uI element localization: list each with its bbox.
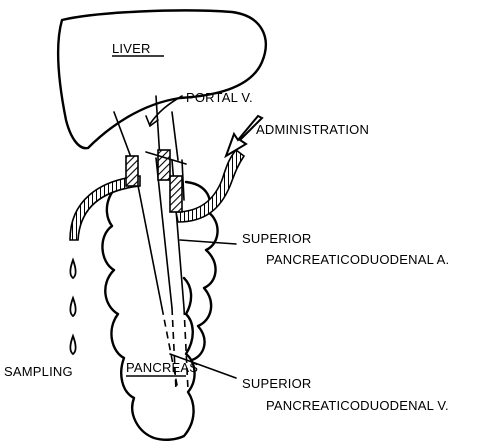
liver-outline	[58, 10, 266, 148]
label-administration: ADMINISTRATION	[256, 122, 369, 137]
clamp-mid	[158, 150, 170, 180]
label-sup-artery-line1: SUPERIOR	[242, 231, 312, 246]
vessel-line-2-dashed	[172, 308, 176, 390]
vessel-line-1-dashed	[162, 308, 178, 390]
label-sup-vein-line1: SUPERIOR	[242, 376, 312, 391]
label-portal-v: PORTAL V.	[186, 90, 253, 105]
label-liver: LIVER	[112, 41, 151, 56]
label-sup-vein-line2: PANCREATICODUODENAL V.	[266, 398, 449, 413]
clamp-left	[126, 156, 138, 186]
droplet-1	[70, 260, 75, 278]
label-sup-artery-line2: PANCREATICODUODENAL A.	[266, 252, 449, 267]
portal-vein-right-line	[172, 112, 178, 160]
label-sampling: SAMPLING	[4, 364, 73, 379]
droplet-2	[70, 298, 75, 316]
vessel-line-3-dashed	[184, 308, 188, 390]
label-pancreas: PANCREAS	[126, 360, 198, 375]
leader-artery	[180, 240, 236, 244]
droplet-3	[70, 336, 75, 354]
administration-catheter	[176, 150, 244, 222]
clamp-right	[170, 176, 182, 212]
